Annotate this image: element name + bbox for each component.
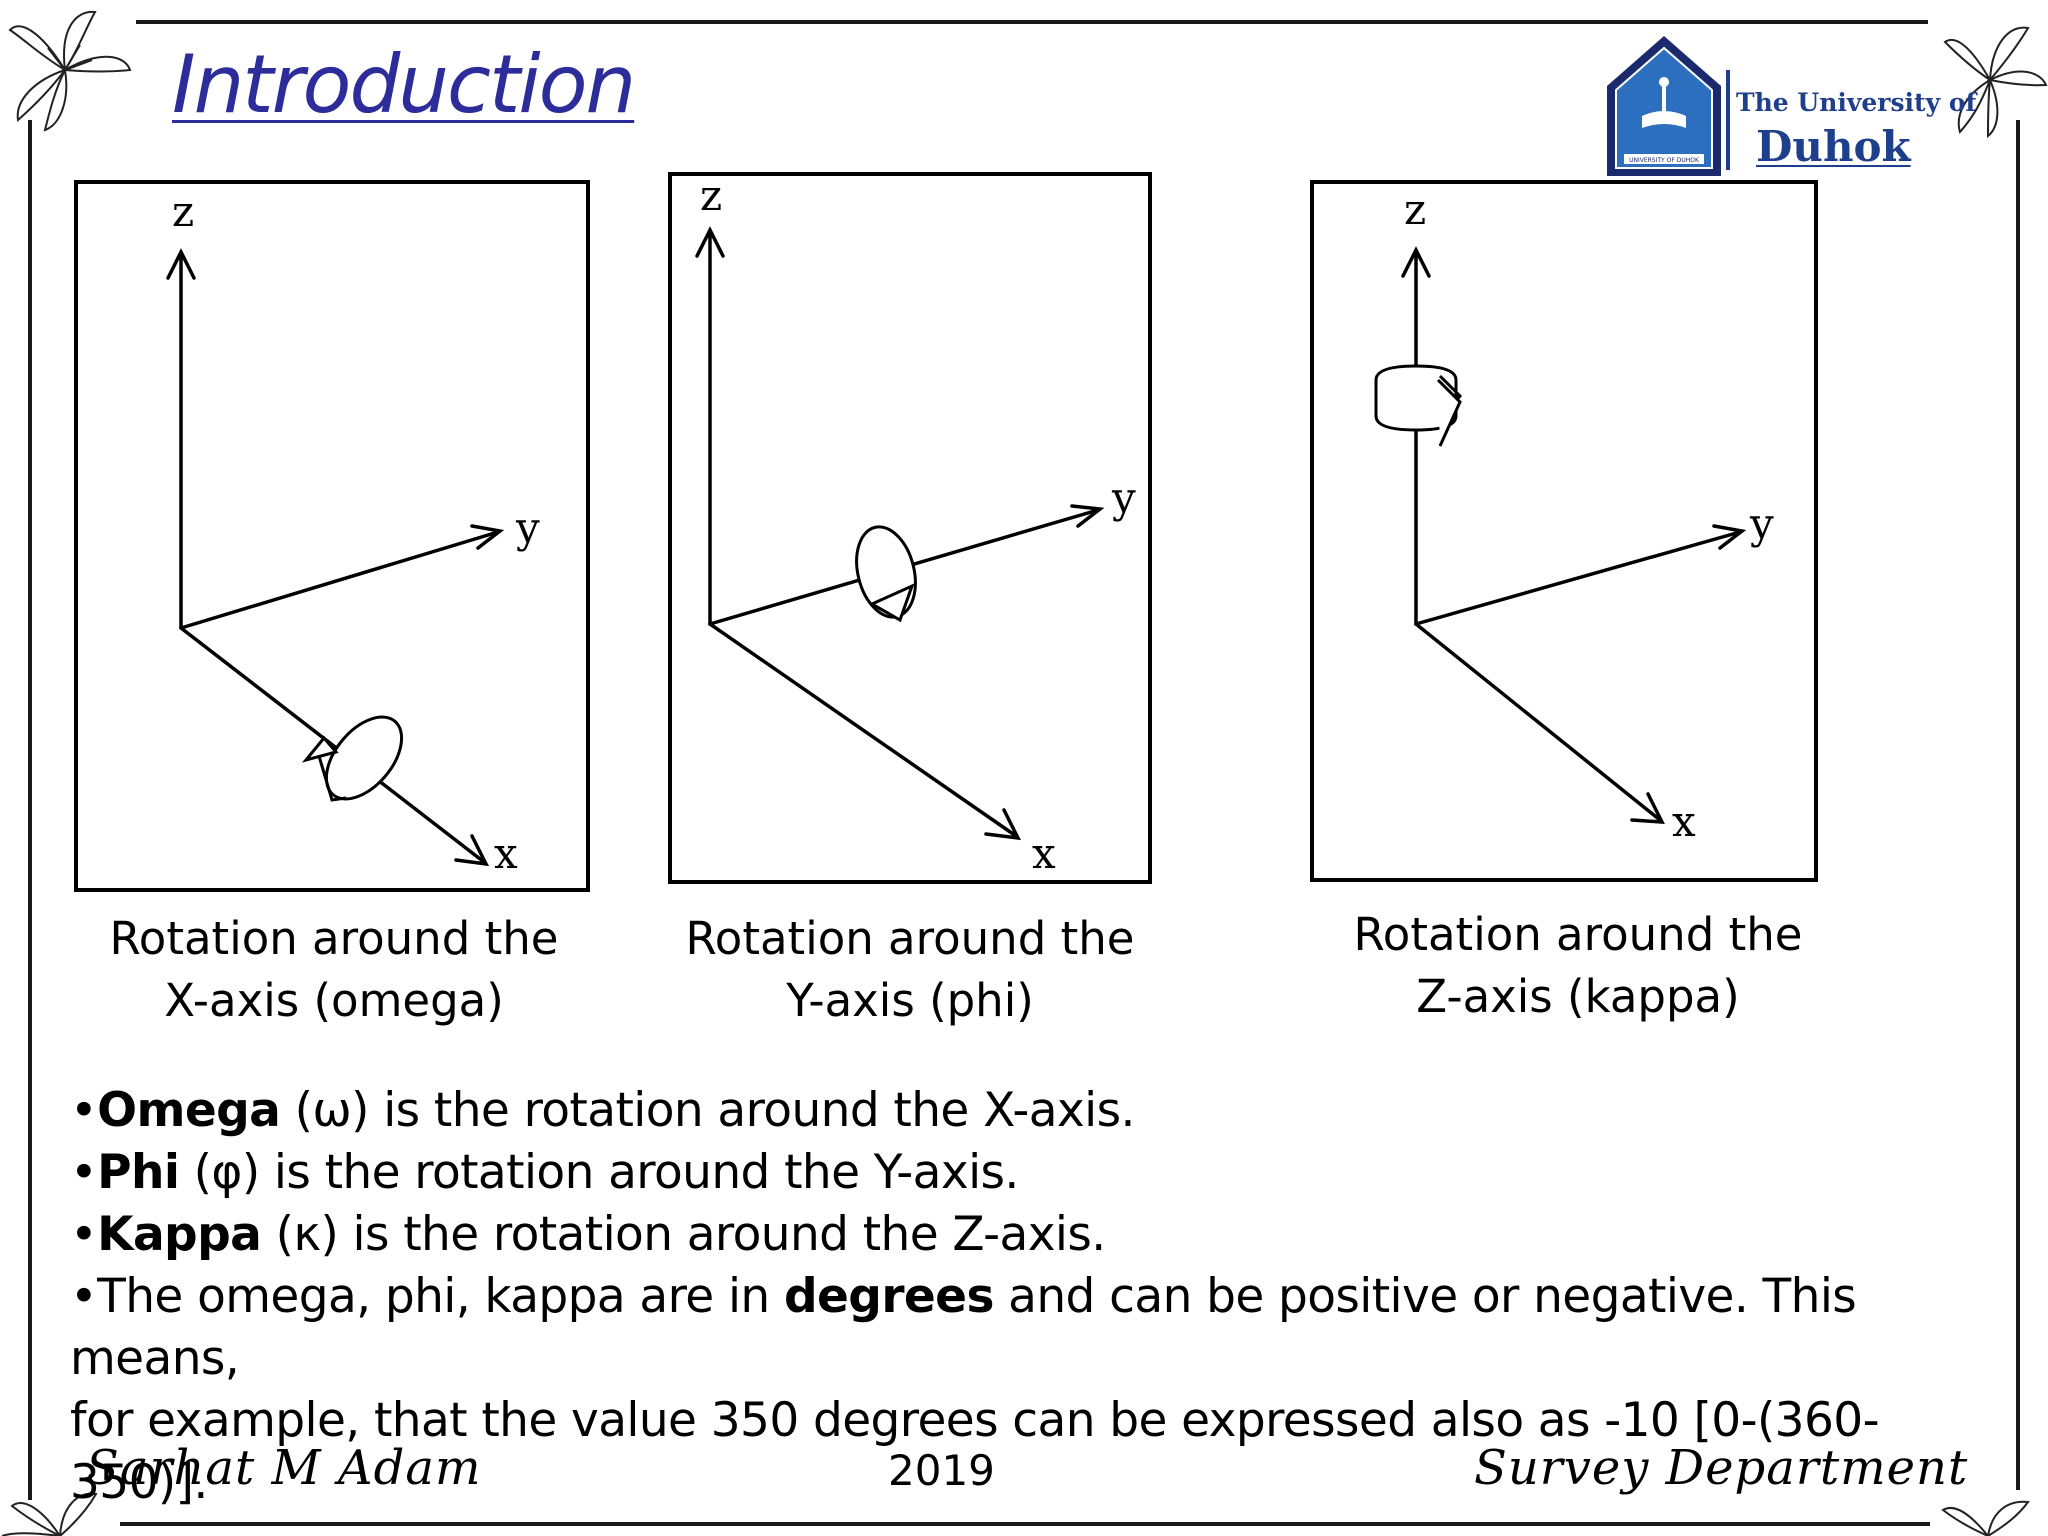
z-axis-label: z <box>172 187 194 236</box>
caption-line: Rotation around the <box>1353 908 1803 961</box>
z-axis-arrowhead <box>695 226 725 258</box>
bullet-degrees: •The omega, phi, kappa are in degrees an… <box>70 1266 2010 1390</box>
logo-duhok-label: Duhok <box>1756 122 1911 171</box>
bullet-marker: • <box>70 1083 98 1138</box>
z-axis-label: z <box>1404 185 1426 234</box>
y-axis-arrowhead <box>470 524 505 550</box>
lily-flower-icon <box>1941 1500 2030 1536</box>
caption-y-rotation: Rotation around the Y-axis (phi) <box>650 908 1170 1032</box>
left-border-line <box>28 120 32 1500</box>
bullet-text: (φ) is the rotation around the Y-axis. <box>179 1145 1020 1200</box>
right-border-line <box>2016 120 2020 1490</box>
logo-university-label: The University of <box>1736 88 1977 117</box>
caption-line: Y-axis (phi) <box>786 974 1034 1027</box>
lily-flower-icon <box>1 1492 98 1536</box>
rotation-arrow-icon <box>301 715 404 802</box>
x-axis-label: x <box>494 829 518 878</box>
x-axis-line <box>1414 622 1662 822</box>
x-axis-arrowhead <box>1630 792 1665 824</box>
caption-line: Z-axis (kappa) <box>1416 970 1740 1023</box>
bullet-text: and can be positive or negative. This me… <box>70 1269 1857 1386</box>
bullet-text: The omega, phi, kappa are in <box>97 1269 784 1324</box>
logo-divider <box>1726 70 1730 170</box>
bullet-term: Omega <box>97 1083 281 1138</box>
footer-author: Sarhat M Adam <box>86 1440 482 1496</box>
z-axis-label: z <box>700 172 722 220</box>
x-axis-line <box>708 622 1018 838</box>
diagram-frame <box>1310 180 1818 882</box>
bullet-term: degrees <box>783 1269 994 1324</box>
lily-flower-icon <box>8 10 132 132</box>
x-axis-label: x <box>1032 829 1056 878</box>
university-emblem-icon <box>1607 36 1721 176</box>
caption-line: Rotation around the <box>685 912 1135 965</box>
z-axis-arrowhead <box>1401 246 1431 278</box>
bullet-degrees-continued: for example, that the value 350 degrees … <box>70 1393 1880 1510</box>
diagram-z-rotation: z y x <box>1310 180 1818 882</box>
top-border-line <box>136 20 1928 24</box>
y-axis-arrowhead <box>1070 504 1105 528</box>
diagram-x-rotation: z y x <box>74 180 590 892</box>
footer-department: Survey Department <box>1474 1440 1969 1496</box>
x-axis-line <box>179 626 486 864</box>
rotation-arrow-icon <box>855 525 917 623</box>
bullet-marker: • <box>70 1269 98 1324</box>
y-axis-line <box>179 530 500 630</box>
bullet-marker: • <box>70 1207 98 1262</box>
bottom-border-line <box>120 1522 1930 1526</box>
diagram-frame <box>668 172 1152 884</box>
rotation-arrow-icon <box>1374 364 1463 447</box>
lily-flower-icon <box>1943 26 2048 139</box>
bullet-omega: •Omega (ω) is the rotation around the X-… <box>70 1080 2010 1142</box>
bullet-phi: •Phi (φ) is the rotation around the Y-ax… <box>70 1142 2010 1204</box>
bullet-text: (ω) is the rotation around the X-axis. <box>280 1083 1136 1138</box>
diagram-frame <box>74 180 590 892</box>
x-axis-arrowhead <box>984 808 1022 841</box>
caption-line: Rotation around the <box>109 912 559 965</box>
bullet-text: (κ) is the rotation around the Z-axis. <box>261 1207 1107 1262</box>
bullet-term: Kappa <box>97 1207 262 1262</box>
slide-title: Introduction <box>172 38 636 131</box>
bullet-kappa: •Kappa (κ) is the rotation around the Z-… <box>70 1204 2010 1266</box>
footer-year: 2019 <box>888 1446 995 1495</box>
caption-z-rotation: Rotation around the Z-axis (kappa) <box>1318 904 1838 1028</box>
y-axis-line <box>1414 530 1742 626</box>
y-axis-label: y <box>1749 499 1774 548</box>
logo-badge-text: UNIVERSITY OF DUHOK <box>1629 157 1700 164</box>
bullet-list: •Omega (ω) is the rotation around the X-… <box>70 1080 2010 1514</box>
university-logo: UNIVERSITY OF DUHOK <box>1607 36 1721 176</box>
z-axis-arrowhead <box>166 248 196 280</box>
bullet-term: Phi <box>97 1145 180 1200</box>
x-axis-arrowhead <box>454 834 490 867</box>
y-axis-label: y <box>1111 473 1136 522</box>
y-axis-label: y <box>515 503 540 552</box>
y-axis-arrowhead <box>1712 524 1747 550</box>
x-axis-label: x <box>1672 797 1696 846</box>
diagram-y-rotation: z y x <box>668 172 1152 884</box>
caption-line: X-axis (omega) <box>164 974 504 1027</box>
caption-x-rotation: Rotation around the X-axis (omega) <box>74 908 594 1032</box>
bullet-marker: • <box>70 1145 98 1200</box>
